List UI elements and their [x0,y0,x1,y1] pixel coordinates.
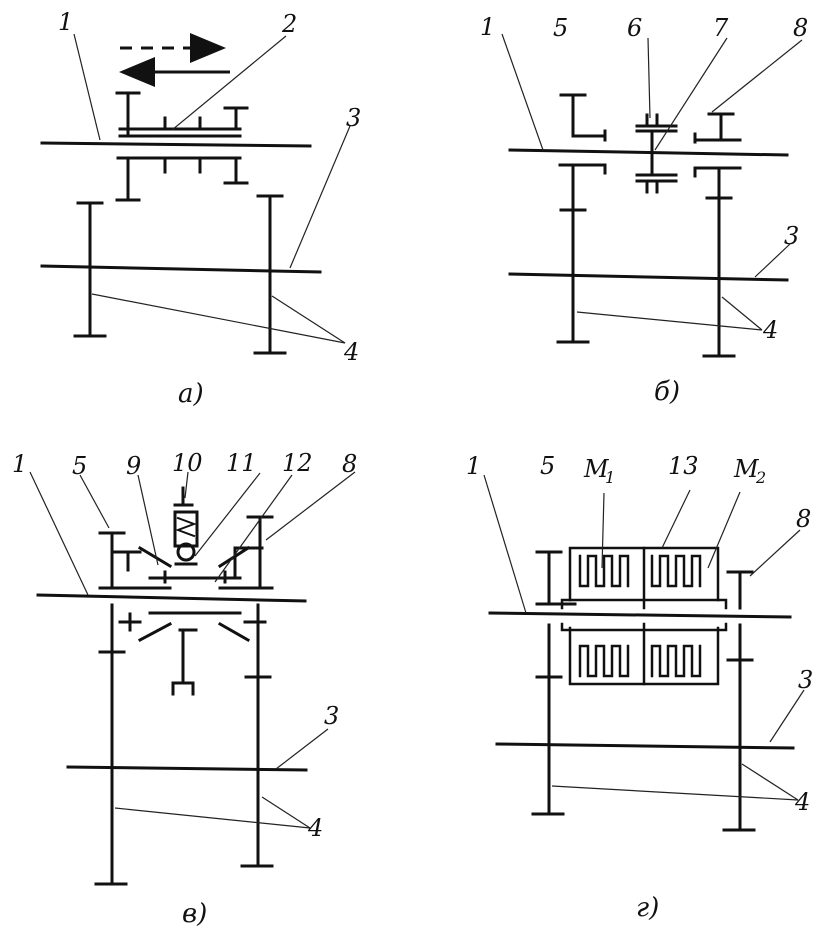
leader-lines-v [29,471,356,829]
label-13: 13 [668,452,699,480]
label-5: 5 [540,452,555,480]
label-2: 2 [281,10,297,38]
label-3: 3 [784,222,799,250]
label-5: 5 [553,14,568,42]
panel-a: 1 2 3 4 а) [40,8,361,409]
leader-lines-g [483,474,805,801]
shaft-3 [508,272,789,282]
label-m1: M [583,455,610,483]
label-1: 1 [480,13,495,41]
driven-gears-4 [556,163,736,358]
label-5: 5 [72,452,87,480]
label-m2: M [733,455,760,483]
label-4: 4 [794,788,810,816]
leader-lines-b [501,33,803,331]
label-4: 4 [343,338,359,366]
gear-5 [535,550,577,606]
label-m2-subscript: 2 [755,468,766,487]
label-3: 3 [798,666,813,694]
label-12: 12 [282,449,313,477]
panel-b: 1 5 6 7 8 3 4 б) [480,13,808,407]
caption-g: г) [636,893,659,923]
shaft-1 [508,148,789,157]
label-m1-subscript: 1 [605,468,615,487]
label-1: 1 [58,8,73,36]
label-4: 4 [307,814,323,842]
synchronizer-6-7 [635,113,678,194]
shaft-1 [36,593,307,603]
panel-g: 1 5 M 1 13 M 2 8 3 4 г) [466,452,813,923]
gear-5 [98,531,172,590]
gear-5 [558,93,607,175]
cone-clutch-9-12 [118,545,267,643]
sliding-gear-block [115,91,249,202]
caption-b: б) [654,377,680,407]
gear-8 [726,570,754,610]
multiplate-clutch-m1-m2 [560,546,728,686]
label-8: 8 [796,505,811,533]
label-4: 4 [762,316,778,344]
label-10: 10 [172,449,203,477]
label-8: 8 [342,450,357,478]
label-11: 11 [226,449,257,477]
gear-8 [218,515,274,590]
label-6: 6 [627,14,642,42]
panel-v: 1 5 9 10 11 12 8 3 4 в) [12,449,357,929]
label-1: 1 [466,452,481,480]
shaft-1 [488,611,792,619]
caption-a: а) [178,379,204,409]
shaft-3 [66,765,308,772]
leader-lines-a [73,33,351,344]
label-9: 9 [126,452,141,480]
shaft-1 [40,141,312,148]
shaft-3 [495,742,795,750]
shaft-3 [40,264,322,274]
driven-gears-4 [531,623,756,832]
label-8: 8 [793,14,808,42]
spring-lock-10-11 [171,486,199,696]
label-3: 3 [324,702,339,730]
caption-v: в) [182,899,207,929]
label-7: 7 [713,14,729,42]
driven-gears-4 [73,194,287,355]
label-1: 1 [12,450,27,478]
label-3: 3 [346,104,361,132]
